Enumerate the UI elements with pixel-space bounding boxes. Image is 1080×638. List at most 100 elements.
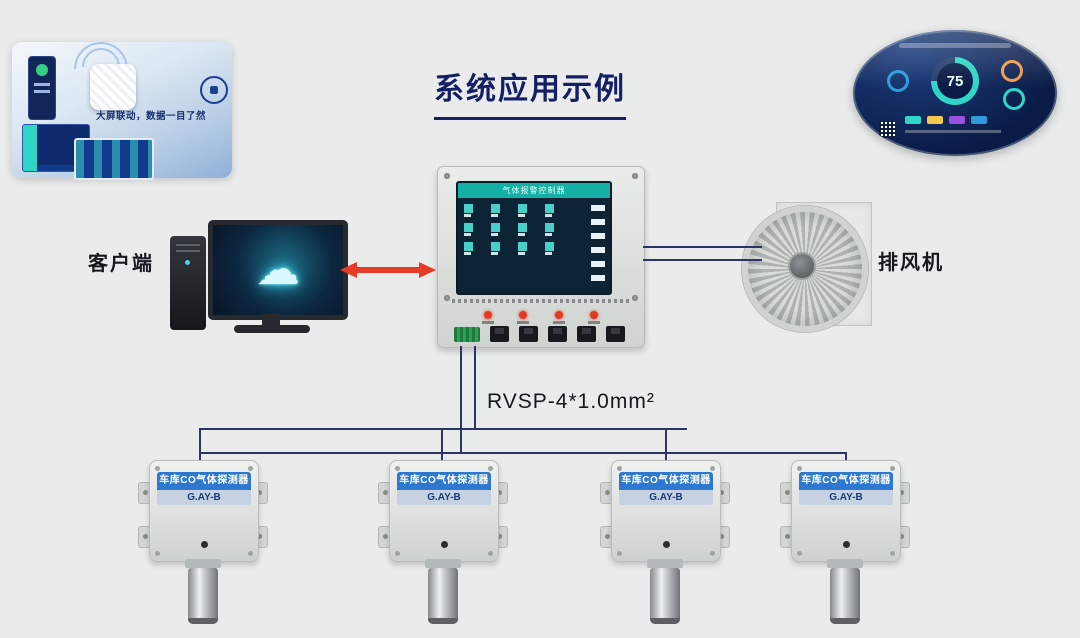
alarm-led [480, 311, 496, 324]
detector-model-plate: G.AY-B [619, 490, 713, 505]
spec-text-line [452, 299, 630, 303]
wire-controller-fan-1 [643, 246, 762, 248]
wire-bus-lower [199, 452, 847, 454]
pc-monitor: ☁ [208, 220, 348, 320]
exhaust-fan [742, 198, 872, 332]
dashboard-screen-mini [74, 138, 154, 180]
monitor-stand [262, 314, 280, 326]
screw-icon [710, 466, 715, 471]
controller-screen-title: 气体报警控制器 [458, 183, 610, 198]
screw-icon [890, 466, 895, 471]
io-port [490, 326, 509, 342]
screw-icon [617, 466, 622, 471]
screen-icon-row [464, 223, 568, 232]
status-tile [971, 116, 987, 124]
wire-drop-detector-3 [665, 428, 667, 462]
fan-hub [788, 252, 816, 280]
io-port [577, 326, 596, 342]
terminal-block-green [454, 326, 480, 342]
link-circle-icon [200, 76, 228, 104]
screw-icon [710, 551, 715, 556]
screw-icon [395, 551, 400, 556]
screw-icon [155, 551, 160, 556]
sensor-collar [425, 559, 461, 568]
screw-icon [488, 466, 493, 471]
gas-alarm-controller: 气体报警控制器 [437, 166, 645, 348]
mini-gauge-icon [887, 70, 909, 92]
screw-icon [248, 466, 253, 471]
io-port [548, 326, 567, 342]
co-detector-2: 车库CO气体探测器 G.AY-B [378, 460, 508, 630]
dashboard-text-bar [905, 130, 1001, 133]
detector-body: 车库CO气体探测器 G.AY-B [149, 460, 259, 562]
sensor-cylinder [188, 568, 218, 624]
port-row [454, 326, 630, 342]
cable-spec-label: RVSP-4*1.0mm² [487, 390, 655, 413]
led-dot-icon [589, 311, 598, 319]
wire-drop-detector-2 [441, 428, 443, 462]
qr-code-icon [879, 122, 895, 138]
page-title: 系统应用示例 [410, 64, 650, 120]
sensor-cylinder [830, 568, 860, 624]
led-dot-icon [484, 311, 492, 319]
tower-slot [176, 250, 200, 252]
phone-line [34, 83, 50, 86]
led-dot-icon [554, 311, 563, 319]
dashboard-header-bar [899, 43, 1011, 48]
detector-name-plate: 车库CO气体探测器 [619, 472, 713, 490]
io-port [606, 326, 625, 342]
sensor-cylinder [428, 568, 458, 624]
sensor-collar [827, 559, 863, 568]
alarm-led [586, 311, 602, 324]
bidirectional-arrow-icon [340, 262, 436, 278]
co-detector-4: 车库CO气体探测器 G.AY-B [780, 460, 910, 630]
mini-gauge-icon [1001, 60, 1023, 82]
detector-name-plate: 车库CO气体探测器 [799, 472, 893, 490]
link-circle-core [210, 86, 218, 94]
screen-label-row [464, 233, 568, 236]
monitor-base [234, 325, 310, 333]
controller-screen: 气体报警控制器 [456, 181, 612, 295]
wire-drop-detector-1 [199, 428, 201, 462]
fan-label: 排风机 [878, 252, 944, 274]
sensor-cylinder [650, 568, 680, 624]
power-led-icon [185, 260, 190, 265]
detector-model-plate: G.AY-B [157, 490, 251, 505]
detector-body: 车库CO气体探测器 G.AY-B [791, 460, 901, 562]
main-gauge: 75 [931, 57, 979, 105]
wire-bus-upper [199, 428, 687, 430]
mini-gauge-icon [1003, 88, 1025, 110]
led-dot-icon [519, 311, 528, 319]
screw-icon [890, 551, 895, 556]
led-label-bar [552, 321, 565, 324]
screw-icon [155, 466, 160, 471]
tower-slot [176, 244, 200, 246]
detector-led-icon [663, 541, 670, 548]
detector-led-icon [843, 541, 850, 548]
wire-controller-down-1 [460, 346, 462, 454]
cloud-platform-promo-card: 大屏联动，数据一目了然 [12, 42, 232, 180]
status-tile [905, 116, 921, 124]
screw-icon [395, 466, 400, 471]
screen-label-row [464, 252, 568, 255]
status-tile [927, 116, 943, 124]
screen-glare [853, 30, 1057, 87]
screw-icon [444, 295, 450, 301]
phone-line [34, 90, 50, 93]
screw-icon [444, 173, 450, 179]
main-gauge-value: 75 [937, 63, 973, 99]
gateway-device [90, 64, 136, 110]
page-title-text: 系统应用示例 [434, 64, 626, 120]
detector-model-plate: G.AY-B [397, 490, 491, 505]
cloud-icon: ☁ [256, 245, 300, 294]
phone-mockup [28, 56, 56, 120]
status-tile [949, 116, 965, 124]
pc-tower [170, 236, 206, 330]
wire-drop-detector-4 [845, 452, 847, 462]
screw-icon [797, 551, 802, 556]
co-detector-3: 车库CO气体探测器 G.AY-B [600, 460, 730, 630]
screw-icon [617, 551, 622, 556]
screen-label-row [464, 214, 568, 217]
screen-menu-buttons [591, 205, 605, 281]
